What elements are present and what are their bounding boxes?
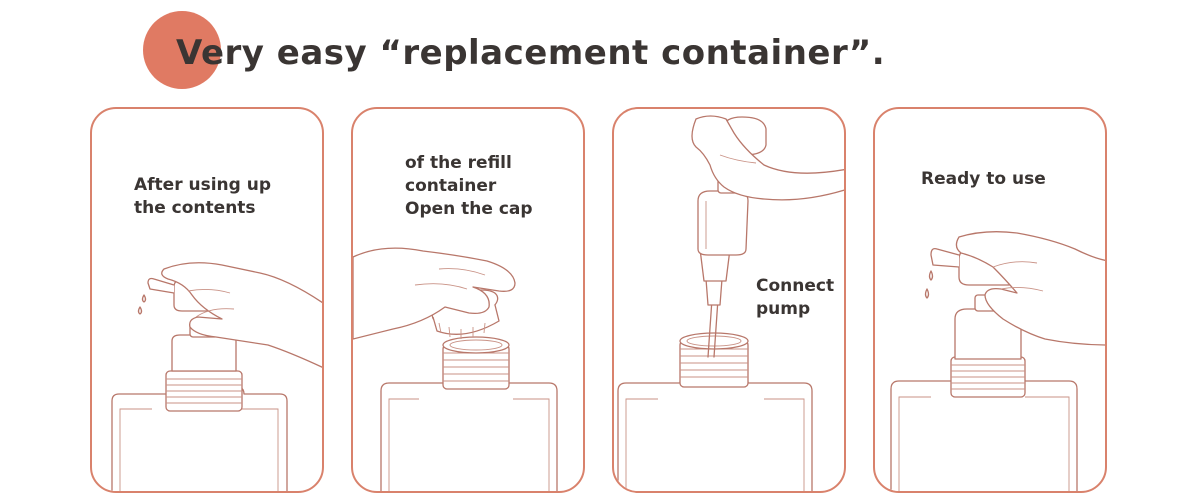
hand-connecting-pump-icon bbox=[617, 115, 844, 491]
page-title: Very easy “replacement container”. bbox=[176, 33, 886, 73]
step-panel-3: Connect pump bbox=[612, 107, 846, 493]
step-3-caption: Connect pump bbox=[756, 276, 835, 319]
step-4-caption: Ready to use bbox=[921, 169, 1046, 189]
step-panel-4: Ready to use bbox=[873, 107, 1107, 493]
step-2-caption: of the refill container Open the cap bbox=[405, 153, 533, 219]
step-panel-2: of the refill container Open the cap bbox=[351, 107, 585, 493]
step-panel-1: After using up the contents bbox=[90, 107, 324, 493]
title-accent-dot bbox=[143, 11, 221, 89]
hand-pump-ready-icon bbox=[890, 231, 1105, 491]
hand-pressing-pump-icon bbox=[111, 262, 322, 491]
step-1-caption: After using up the contents bbox=[134, 175, 272, 218]
hand-opening-cap-icon bbox=[353, 247, 558, 491]
